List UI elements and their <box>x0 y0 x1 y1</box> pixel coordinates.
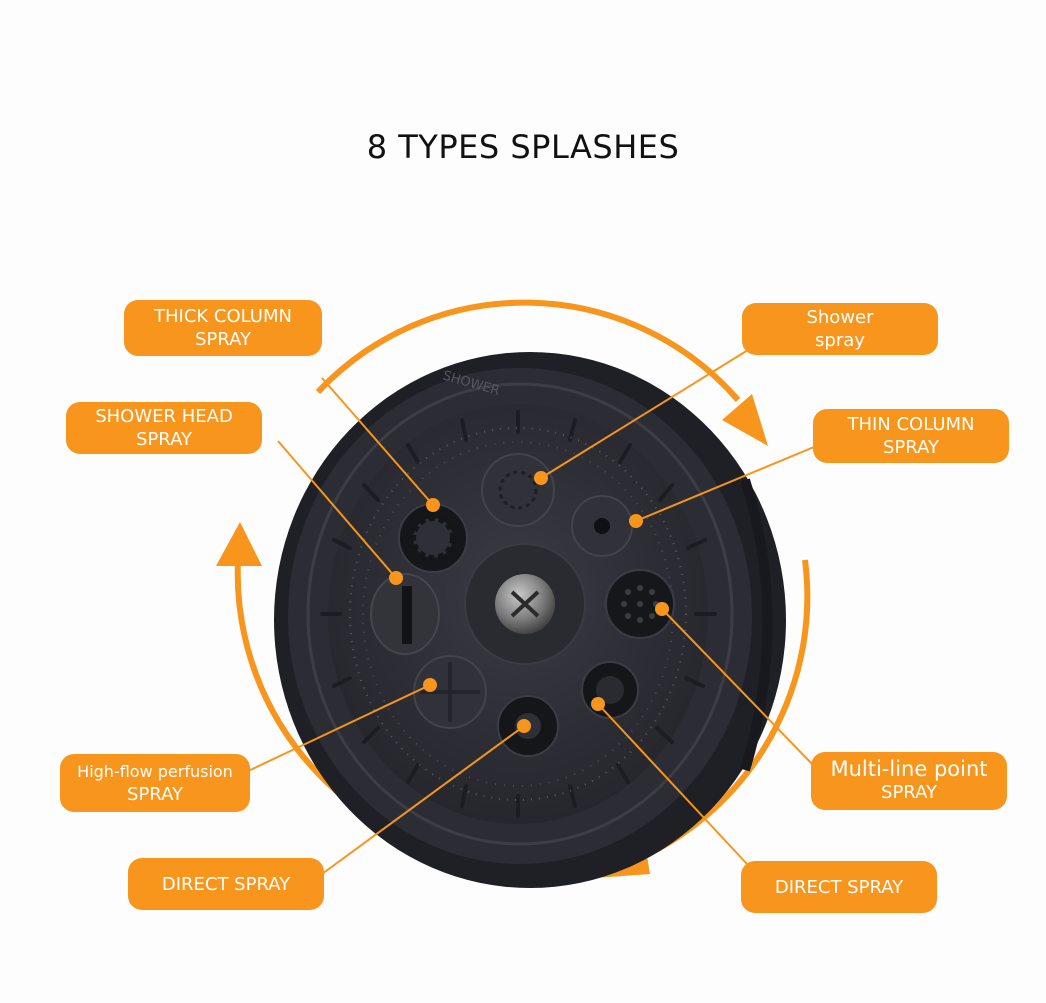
label-line: THIN COLUMN <box>847 414 975 435</box>
label-line: SPRAY <box>881 782 937 803</box>
label-line: spray <box>815 330 865 351</box>
label-direct-right: DIRECT SPRAY <box>741 861 937 913</box>
label-line: DIRECT SPRAY <box>774 876 904 898</box>
label-shower-head: SHOWER HEAD SPRAY <box>66 402 262 454</box>
label-high-flow: High-flow perfusion SPRAY <box>60 754 250 812</box>
label-line: SPRAY <box>127 784 183 805</box>
label-thin-column: THIN COLUMN SPRAY <box>813 409 1009 463</box>
leader-lines <box>245 349 815 879</box>
label-line: High-flow perfusion <box>77 762 233 781</box>
label-line: SHOWER HEAD <box>95 406 233 427</box>
label-line: THICK COLUMN <box>154 306 292 327</box>
page-title: 8 TYPES SPLASHES <box>366 128 680 166</box>
arrow-cw-top-icon <box>315 299 768 446</box>
nozzle-high-flow <box>413 655 487 729</box>
nozzle-thick-column <box>398 503 468 573</box>
label-line: Multi-line point <box>830 757 988 781</box>
label-shower: Shower spray <box>742 303 938 355</box>
radial-slots <box>320 410 717 818</box>
nozzle-shower <box>481 453 555 527</box>
label-multi-line: Multi-line point SPRAY <box>811 752 1007 810</box>
label-line: SPRAY <box>883 437 939 458</box>
label-line: DIRECT SPRAY <box>161 873 291 895</box>
nozzle-thin-column <box>571 495 633 557</box>
label-line: Shower <box>806 307 874 328</box>
nozzle-shower-head <box>370 573 440 655</box>
nozzle-direct-right <box>581 661 639 719</box>
label-line: SPRAY <box>136 429 192 450</box>
label-direct-left: DIRECT SPRAY <box>128 858 324 910</box>
nozzle-body: SHOWER <box>274 352 786 888</box>
label-line: SPRAY <box>195 329 251 350</box>
label-thick-column: THICK COLUMN SPRAY <box>124 300 322 356</box>
